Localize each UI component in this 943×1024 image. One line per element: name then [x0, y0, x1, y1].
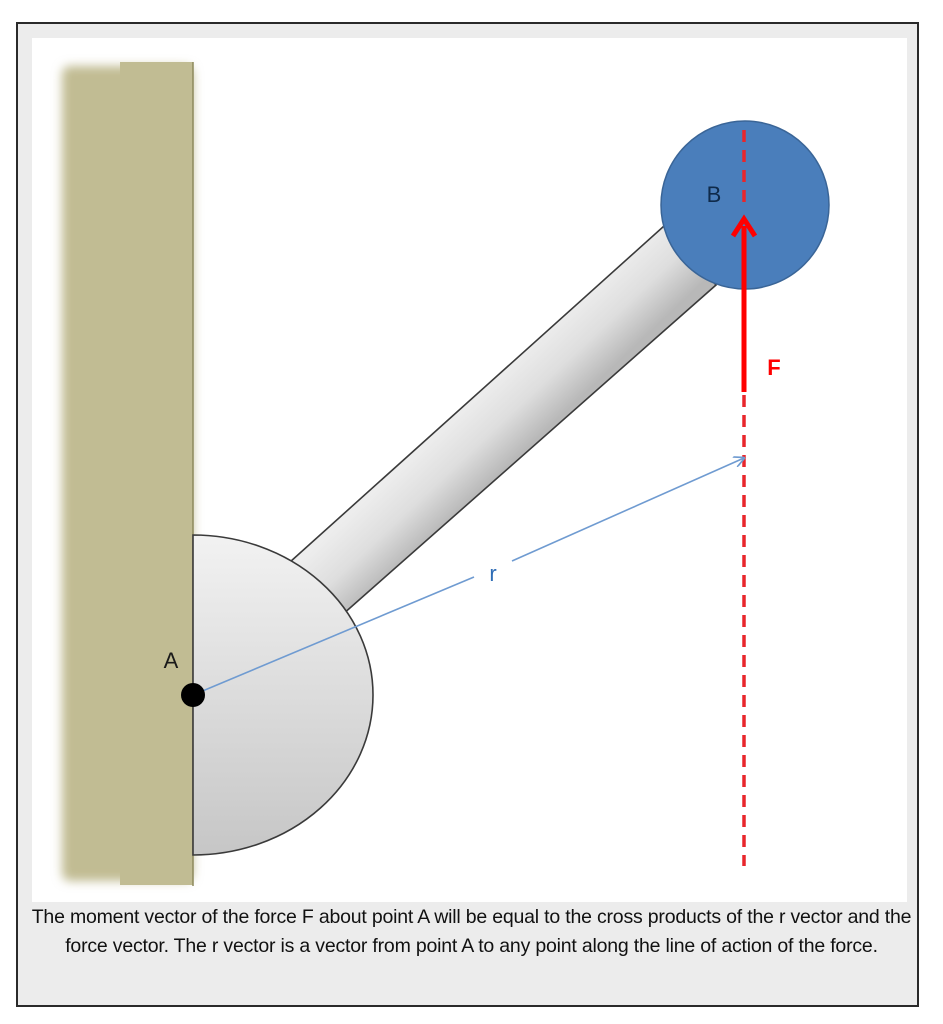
point-a-dot: [181, 683, 205, 707]
wall: [62, 62, 194, 886]
label-f: F: [767, 355, 780, 380]
lever-arm: [288, 224, 718, 617]
label-r: r: [489, 561, 496, 586]
force-arrow: [730, 214, 758, 392]
figure-caption: The moment vector of the force F about p…: [31, 906, 912, 957]
label-b: B: [707, 182, 722, 207]
pivot-disc: [192, 534, 374, 856]
label-a: A: [164, 648, 179, 673]
r-vector: [192, 458, 744, 696]
moment-diagram: A B F r: [32, 38, 907, 902]
